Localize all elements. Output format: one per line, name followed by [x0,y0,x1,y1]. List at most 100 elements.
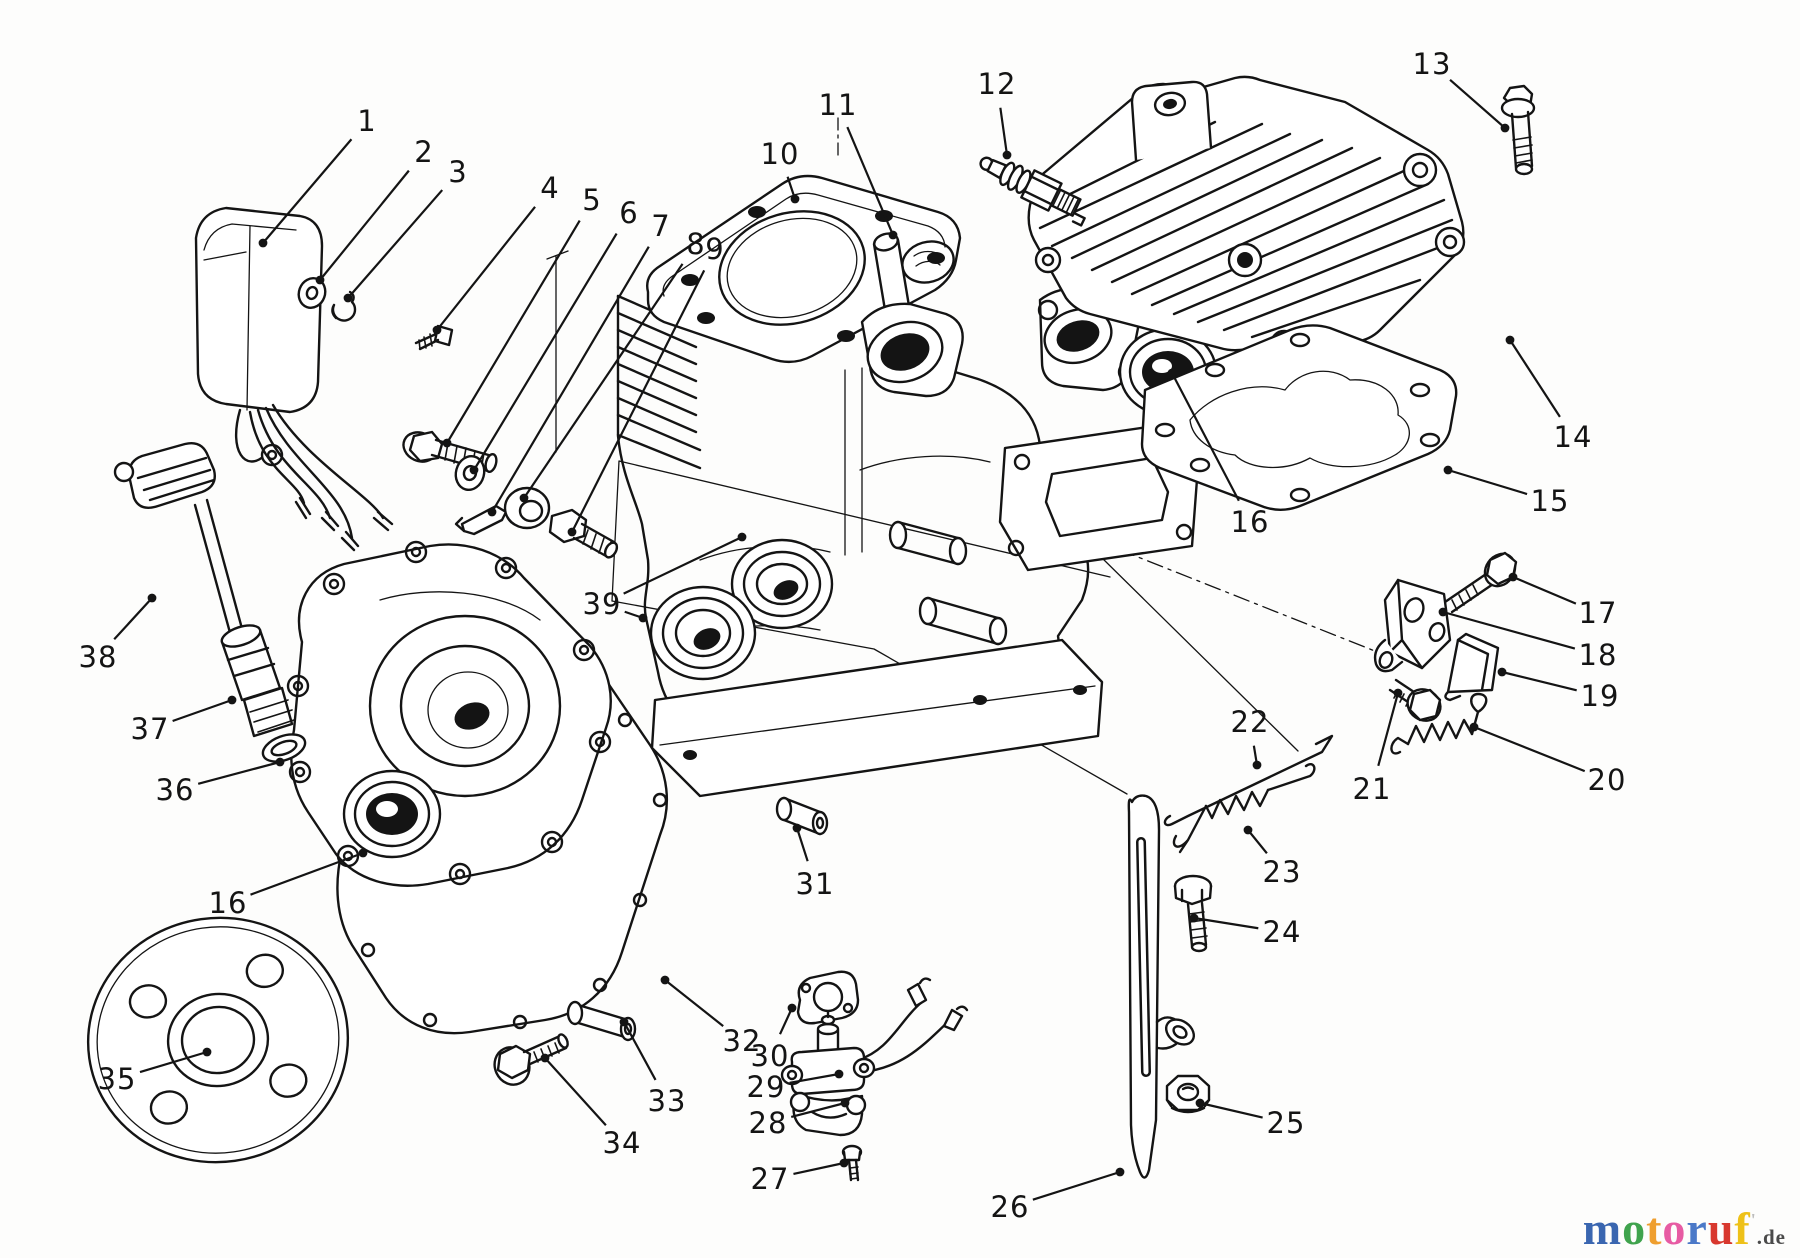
callout-17: 17 [1578,596,1618,630]
leader-dot [519,493,529,503]
leader-dot [1469,722,1479,732]
callout-30: 30 [750,1039,790,1073]
callout-26: 26 [990,1190,1030,1224]
logo-letter: m [1582,1203,1623,1254]
part-pump-wire [856,977,969,1074]
callout-11: 11 [818,88,858,122]
leader-dot [787,1003,797,1013]
part-key-7 [454,504,508,536]
part-eclip-3 [331,290,357,322]
leader-line [113,597,153,641]
part-bracket-18 [1373,578,1452,673]
leader-dot [1167,368,1177,378]
callout-23: 23 [1262,855,1302,889]
callout-34: 34 [602,1126,642,1160]
callout-32: 32 [722,1024,762,1058]
callout-16: 16 [208,886,248,920]
leader-dot [343,293,353,303]
leader-dot [227,695,237,705]
leader-dot [840,1098,850,1108]
leader-dot [1252,760,1262,770]
leader-dot [1508,572,1518,582]
callout-37: 37 [130,712,170,746]
callout-20: 20 [1587,763,1627,797]
callout-24: 24 [1262,915,1302,949]
callout-21: 21 [1352,772,1392,806]
callout-22: 22 [1230,705,1270,739]
leader-line [793,1161,845,1176]
leader-line [446,220,581,444]
leader-line [571,269,706,533]
part-bushing-37 [220,624,295,738]
part-rod-22 [1163,734,1334,827]
callout-27: 27 [750,1162,790,1196]
part-bolt-17 [1443,551,1518,614]
leader-line [319,169,410,281]
module-wires [234,403,394,552]
part-bearings-39 [649,538,834,681]
leader-line [436,206,536,331]
leader-dot [1189,913,1199,923]
leader-line [846,126,895,236]
callout-15: 15 [1530,484,1570,518]
leader-line [1032,1170,1121,1201]
leader-dot [147,593,157,603]
callout-31: 31 [795,867,835,901]
part-bolt-24 [1173,874,1213,953]
callout-8: 8 [686,227,706,261]
leader-dot [792,823,802,833]
part-oil-seal-16-left [342,769,442,859]
logo-suffix: .de [1756,1225,1786,1249]
leader-line [491,246,650,513]
part-pulley-plate-35 [86,916,350,1164]
callout-5: 5 [582,183,602,217]
leader-dot [540,1053,550,1063]
callout-13: 13 [1412,47,1452,81]
leader-line [1449,78,1506,129]
part-nut-25 [1165,1074,1211,1114]
callout-3: 3 [448,155,468,189]
leader-dot [834,1069,844,1079]
callout-18: 18 [1578,638,1618,672]
part-oil-sensor-assembly [113,442,307,763]
part-pin-31 [775,796,829,836]
leader-line [262,138,353,244]
logo-letter: r [1686,1203,1708,1254]
part-bolt-21 [1388,678,1442,722]
logo-letter: t [1646,1203,1663,1254]
leader-dot [258,238,268,248]
part-spring-20 [1390,692,1488,755]
callout-6: 6 [619,196,639,230]
leader-line [1171,372,1240,502]
leader-dot [619,1017,629,1027]
leader-lines [113,78,1586,1201]
leader-line [1447,468,1528,496]
leader-line [1193,916,1259,930]
leader-dot [358,848,368,858]
leader-dot [888,230,898,240]
leader-dot [1505,335,1515,345]
callout-33: 33 [647,1084,687,1118]
leader-line [473,232,618,471]
phantom-lines [546,117,1391,795]
logo-letter: o [1662,1203,1687,1254]
callout-9: 9 [705,232,725,266]
part-flange-bolt-5 [402,430,498,473]
callout-12: 12 [977,67,1017,101]
callout-7: 7 [651,209,671,243]
leader-line [1473,725,1586,773]
leader-dot [1195,1098,1205,1108]
leader-dot [275,757,285,767]
site-logo[interactable]: motoruf'.de [1583,1206,1786,1252]
leader-dot [487,507,497,517]
leader-line [1247,829,1268,855]
callout-39: 39 [582,587,622,621]
leader-dot [1497,667,1507,677]
leader-line [1501,670,1577,692]
leader-line [1509,339,1561,418]
leader-dot [638,613,648,623]
leader-line [347,189,444,299]
callout-14: 14 [1553,420,1593,454]
callout-2: 2 [414,135,434,169]
